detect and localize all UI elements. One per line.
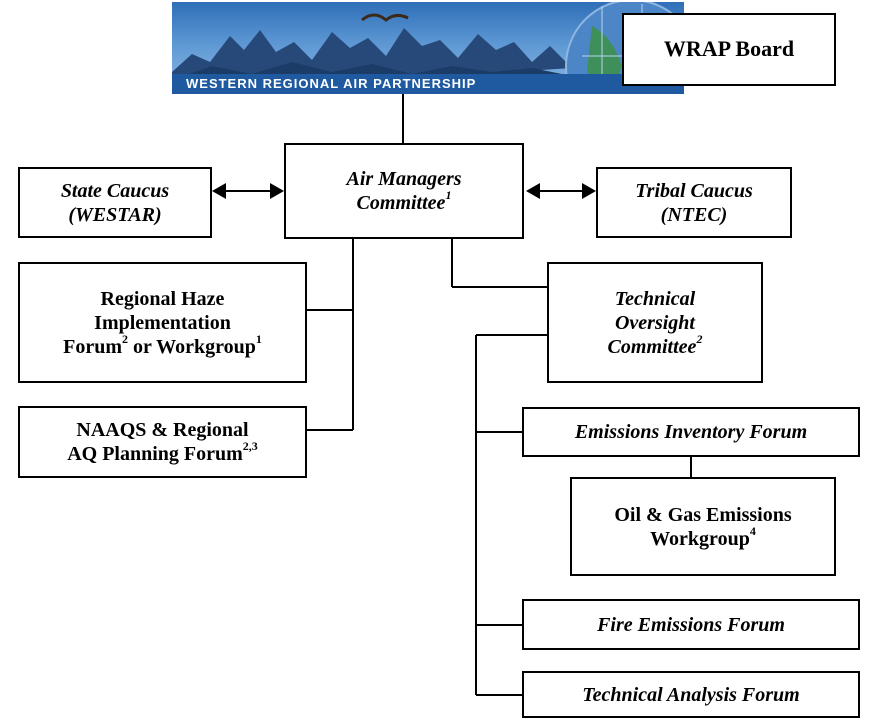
- technical-analysis-label: Technical Analysis Forum: [582, 683, 800, 706]
- regional-haze-line3b: or Workgroup: [128, 335, 256, 358]
- technical-oversight-committee-box: Technical Oversight Committee2: [547, 262, 763, 383]
- naaqs-footnote: 2,3: [242, 439, 258, 454]
- fire-emissions-label: Fire Emissions Forum: [597, 613, 785, 636]
- regional-haze-line3a: Forum: [63, 335, 123, 358]
- banner-title: Western Regional Air Partnership: [186, 76, 477, 91]
- state-caucus-line1: State Caucus: [60, 179, 170, 202]
- technical-oversight-line1: Technical: [614, 287, 696, 310]
- naaqs-line2: AQ Planning Forum: [67, 443, 243, 465]
- emissions-inventory-label: Emissions Inventory Forum: [574, 421, 808, 443]
- air-managers-line2: Committee: [356, 192, 446, 214]
- oil-gas-line2: Workgroup: [650, 527, 750, 550]
- banner-ground-band: [172, 74, 684, 94]
- oil-gas-footnote: 4: [749, 523, 756, 538]
- air-managers-committee-box: Air Managers Committee1: [284, 143, 524, 239]
- technical-oversight-line2: Oversight: [614, 311, 695, 334]
- state-caucus-line2: (WESTAR): [68, 203, 162, 226]
- state-caucus-box: State Caucus (WESTAR): [18, 167, 212, 238]
- air-managers-line1: Air Managers: [346, 168, 462, 190]
- oil-gas-line1: Oil & Gas Emissions: [614, 503, 792, 526]
- wrap-board-label: WRAP Board: [663, 36, 795, 62]
- fire-emissions-forum-box: Fire Emissions Forum: [522, 599, 860, 650]
- emissions-inventory-forum-box: Emissions Inventory Forum: [522, 407, 860, 457]
- regional-haze-footnote-a: 2: [122, 331, 129, 346]
- regional-haze-box: Regional Haze Implementation Forum2 or W…: [18, 262, 307, 383]
- tribal-caucus-line1: Tribal Caucus: [635, 179, 753, 202]
- naaqs-line1: NAAQS & Regional: [76, 419, 249, 441]
- oil-gas-workgroup-box: Oil & Gas Emissions Workgroup4: [570, 477, 836, 576]
- regional-haze-footnote-b: 1: [255, 331, 262, 346]
- regional-haze-line2: Implementation: [94, 311, 231, 334]
- technical-oversight-line3: Committee: [607, 335, 697, 358]
- wrap-board-box: WRAP Board: [622, 13, 836, 86]
- regional-haze-line1: Regional Haze: [100, 287, 225, 310]
- naaqs-forum-box: NAAQS & Regional AQ Planning Forum2,3: [18, 406, 307, 478]
- tribal-caucus-line2: (NTEC): [660, 203, 728, 226]
- wrap-logo-banner: Western Regional Air Partnership: [172, 2, 684, 94]
- technical-oversight-footnote: 2: [696, 331, 703, 346]
- tribal-caucus-box: Tribal Caucus (NTEC): [596, 167, 792, 238]
- technical-analysis-forum-box: Technical Analysis Forum: [522, 671, 860, 718]
- air-managers-footnote: 1: [445, 188, 452, 203]
